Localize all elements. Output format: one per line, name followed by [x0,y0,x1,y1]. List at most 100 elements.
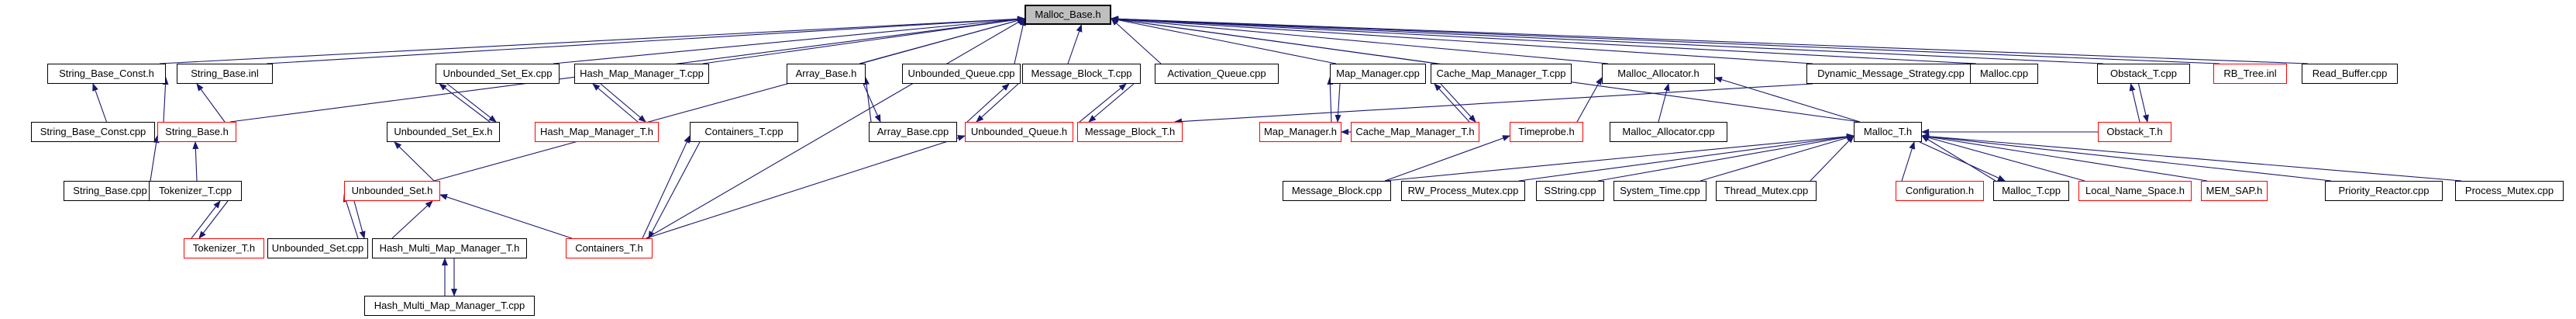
edge-ush-to-useh [394,141,435,182]
graph-node-oth[interactable]: Obstack_T.h [2098,122,2171,142]
edge-cth-to-ctcpp [642,135,690,239]
graph-node-aqcpp[interactable]: Activation_Queue.cpp [1155,64,1279,84]
graph-node-sbcpp[interactable]: String_Base.cpp [64,181,157,201]
graph-node-usecpp[interactable]: Unbounded_Set_Ex.cpp [436,64,560,84]
graph-node-cmmtcpp[interactable]: Cache_Map_Manager_T.cpp [1431,64,1572,84]
graph-node-rdcpp[interactable]: Read_Buffer.cpp [2302,64,2398,84]
graph-node-tmutex[interactable]: Thread_Mutex.cpp [1716,181,1817,201]
graph-node-abh[interactable]: Array_Base.h [787,64,866,84]
edge-sbinl-to-root [266,16,1025,64]
edge-mmh-to-mmcpp [1327,77,1334,123]
edge-tph-to-mah [1576,77,1603,123]
graph-node-cmmth[interactable]: Cache_Map_Manager_T.h [1351,122,1479,142]
edge-otcpp-to-oth [2137,83,2149,123]
graph-node-ttcpp[interactable]: Tokenizer_T.cpp [149,181,242,201]
edge-mah-to-root [1111,16,1609,64]
graph-node-ush[interactable]: Unbounded_Set.h [344,181,440,201]
graph-node-confh[interactable]: Configuration.h [1896,181,1984,201]
edge-abcpp-to-abh [863,77,872,123]
graph-node-hmmtcpp[interactable]: Hash_Map_Manager_T.cpp [574,64,709,84]
graph-node-lns[interactable]: Local_Name_Space.h [2078,181,2192,201]
edge-tth-to-ttcpp [191,200,221,239]
edge-sbh-to-sbinl [196,83,226,123]
graph-node-sbch[interactable]: String_Base_Const.h [47,64,166,84]
edge-oth-to-otcpp [2129,83,2140,123]
edge-cth-to-ush [439,194,573,239]
edge-cmmtcpp-to-cmmth [1440,83,1476,123]
edge-ttcpp-to-tth [198,200,229,239]
graph-node-dmscpp[interactable]: Dynamic_Message_Strategy.cpp [1806,64,1975,84]
edge-mtcpp-to-mth [1921,135,1996,182]
edge-mbcpp-to-tph [1384,135,1510,182]
edge-ush-to-uscpp [353,200,366,239]
edge-hmmth-to-hmmtcpp [592,83,639,123]
graph-root-node[interactable]: Malloc_Base.h [1025,5,1111,25]
graph-node-mbtcpp[interactable]: Message_Block_T.cpp [1022,64,1141,84]
graph-node-otcpp[interactable]: Obstack_T.cpp [2097,64,2190,84]
graph-node-useh[interactable]: Unbounded_Set_Ex.h [387,122,500,142]
edge-ctcpp-to-cth [648,141,701,239]
edge-mbth-to-mbtcpp [1079,83,1127,123]
edge-dmscpp-to-root [1111,16,1813,64]
edge-otcpp-to-root [1111,16,2104,64]
edge-mcpp-to-root [1111,16,1977,64]
graph-node-mah[interactable]: Malloc_Allocator.h [1602,64,1715,84]
graph-node-hmmth[interactable]: Hash_Map_Manager_T.h [535,122,659,142]
graph-node-mcpp[interactable]: Malloc.cpp [1970,64,2038,84]
graph-node-uqcpp[interactable]: Unbounded_Queue.cpp [902,64,1021,84]
edge-lns-to-mth [1921,134,2085,182]
graph-node-prcpp[interactable]: Priority_Reactor.cpp [2325,181,2443,201]
graph-node-cth[interactable]: Containers_T.h [566,238,653,258]
edge-stime-to-mth [1700,134,1855,182]
graph-node-mmh[interactable]: Map_Manager.h [1259,122,1341,142]
graph-node-mbth[interactable]: Message_Block_T.h [1077,122,1183,142]
edge-dmscpp-to-mbth [1174,83,1813,125]
edge-memsap-to-mth [1921,133,2208,182]
edge-uqcpp-to-root [1014,18,1026,64]
graph-node-sbccpp[interactable]: String_Base_Const.cpp [31,122,155,142]
graph-node-mth[interactable]: Malloc_T.h [1854,122,1922,142]
edge-sstr-to-mth [1597,133,1855,182]
edge-macpp-to-mah [1658,83,1670,123]
graph-node-rwpm[interactable]: RW_Process_Mutex.cpp [1401,181,1525,201]
edge-mbtcpp-to-mbth [1088,83,1135,123]
graph-node-tth[interactable]: Tokenizer_T.h [184,238,264,258]
edge-hmmtcpp-to-hmmth [600,83,646,123]
edge-ttcpp-to-sbh [192,141,199,182]
graph-node-sbh[interactable]: String_Base.h [157,122,236,142]
graph-node-uqh[interactable]: Unbounded_Queue.h [965,122,1073,142]
edge-mmcpp-to-root [1111,16,1337,64]
edge-usecpp-to-root [553,16,1025,64]
edge-mth-to-mah [1714,76,1861,123]
graph-node-hmmcpp[interactable]: Hash_Multi_Map_Manager_T.cpp [364,296,535,316]
graph-node-memsap[interactable]: MEM_SAP.h [2201,181,2268,201]
graph-node-ctcpp[interactable]: Containers_T.cpp [690,122,798,142]
edge-sbcpp-to-sbh [150,135,160,182]
edge-uqcpp-to-uqh [976,83,1019,123]
graph-node-mtcpp[interactable]: Malloc_T.cpp [1993,181,2069,201]
edge-prcpp-to-mth [1921,133,2332,182]
edge-pmcpp-to-mth [1921,133,2462,182]
graph-node-abcpp[interactable]: Array_Base.cpp [869,122,957,142]
graph-node-macpp[interactable]: Malloc_Allocator.cpp [1610,122,1727,142]
edge-mbcpp-to-mth [1384,133,1855,182]
edge-cth-to-uqh [646,134,966,239]
edge-usecpp-to-useh [446,83,497,123]
graph-node-mbcpp[interactable]: Message_Block.cpp [1283,181,1391,201]
graph-node-sstr[interactable]: SString.cpp [1536,181,1604,201]
edge-uscpp-to-ush [343,194,359,239]
graph-node-stime[interactable]: System_Time.cpp [1613,181,1706,201]
graph-node-pmcpp[interactable]: Process_Mutex.cpp [2455,181,2564,201]
graph-node-tph[interactable]: Timeprobe.h [1510,122,1583,142]
graph-node-mmcpp[interactable]: Map_Manager.cpp [1330,64,1426,84]
edge-tmutex-to-mth [1810,135,1855,182]
edge-uqh-to-uqcpp [966,83,1010,123]
edge-useh-to-usecpp [439,83,491,123]
graph-node-rbinl[interactable]: RB_Tree.inl [2213,64,2287,84]
graph-node-hmmh[interactable]: Hash_Multi_Map_Manager_T.h [372,238,527,258]
graph-node-uscpp[interactable]: Unbounded_Set.cpp [267,238,368,258]
edge-rbinl-to-root [1111,16,2220,64]
edge-group [92,16,2462,296]
graph-node-sbinl[interactable]: String_Base.inl [177,64,273,84]
